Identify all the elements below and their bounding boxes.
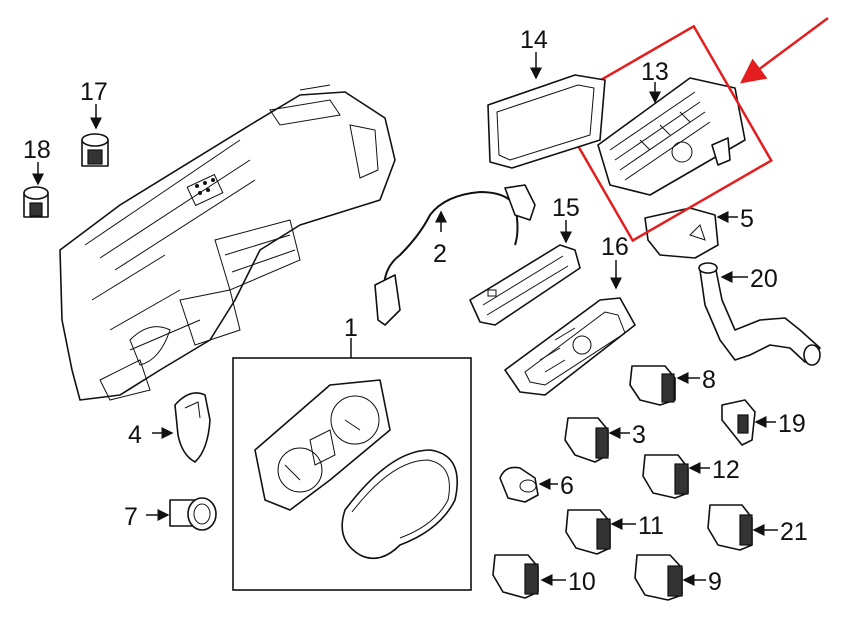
callout-10: 10 [568,568,596,596]
part-12-switch[interactable] [642,454,689,499]
part-20-duct[interactable] [698,262,821,366]
callout-1: 1 [344,314,358,342]
part-21-switch[interactable] [707,504,753,551]
callout-12: 12 [712,456,740,484]
callout-21: 21 [780,518,808,546]
part-18-switch[interactable] [23,186,49,218]
part-8-switch[interactable] [629,365,676,406]
part-13-control-unit[interactable] [597,77,746,196]
part-2-harness[interactable] [374,184,536,326]
part-14-display[interactable] [487,74,606,169]
part-3-switch[interactable] [564,417,609,463]
callout-6: 6 [560,472,574,500]
part-15-panel[interactable] [469,244,581,326]
part-5-switch[interactable] [644,207,719,259]
part-9-switch[interactable] [634,554,683,601]
callout-4: 4 [128,421,142,449]
callout-8: 8 [702,366,716,394]
callout-20: 20 [750,265,778,293]
callout-9: 9 [708,568,722,596]
callout-2: 2 [433,240,447,268]
callout-17: 17 [80,78,108,106]
part-17-switch[interactable] [81,133,109,167]
callout-15: 15 [552,194,580,222]
callout-19: 19 [778,410,806,438]
part-11-switch[interactable] [565,509,611,555]
callout-5: 5 [740,205,754,233]
highlight-arrow [739,16,829,84]
instrument-panel[interactable] [59,84,396,401]
callout-14: 14 [520,26,548,54]
callout-11: 11 [638,512,664,540]
part-4-switch-cover[interactable] [174,392,211,463]
part-13-highlight-box [553,24,773,243]
callout-16: 16 [601,233,629,261]
callout-3: 3 [632,421,646,449]
callout-13: 13 [641,58,669,86]
part-6-switch[interactable] [499,466,539,503]
part-7-switch[interactable] [169,497,217,531]
part-10-switch[interactable] [492,554,539,599]
callout-7: 7 [124,503,138,531]
part-16-finisher[interactable] [504,297,636,396]
callout-18: 18 [23,136,51,164]
part-1-combination-meter[interactable] [232,357,472,591]
part-19-switch[interactable] [721,399,756,446]
